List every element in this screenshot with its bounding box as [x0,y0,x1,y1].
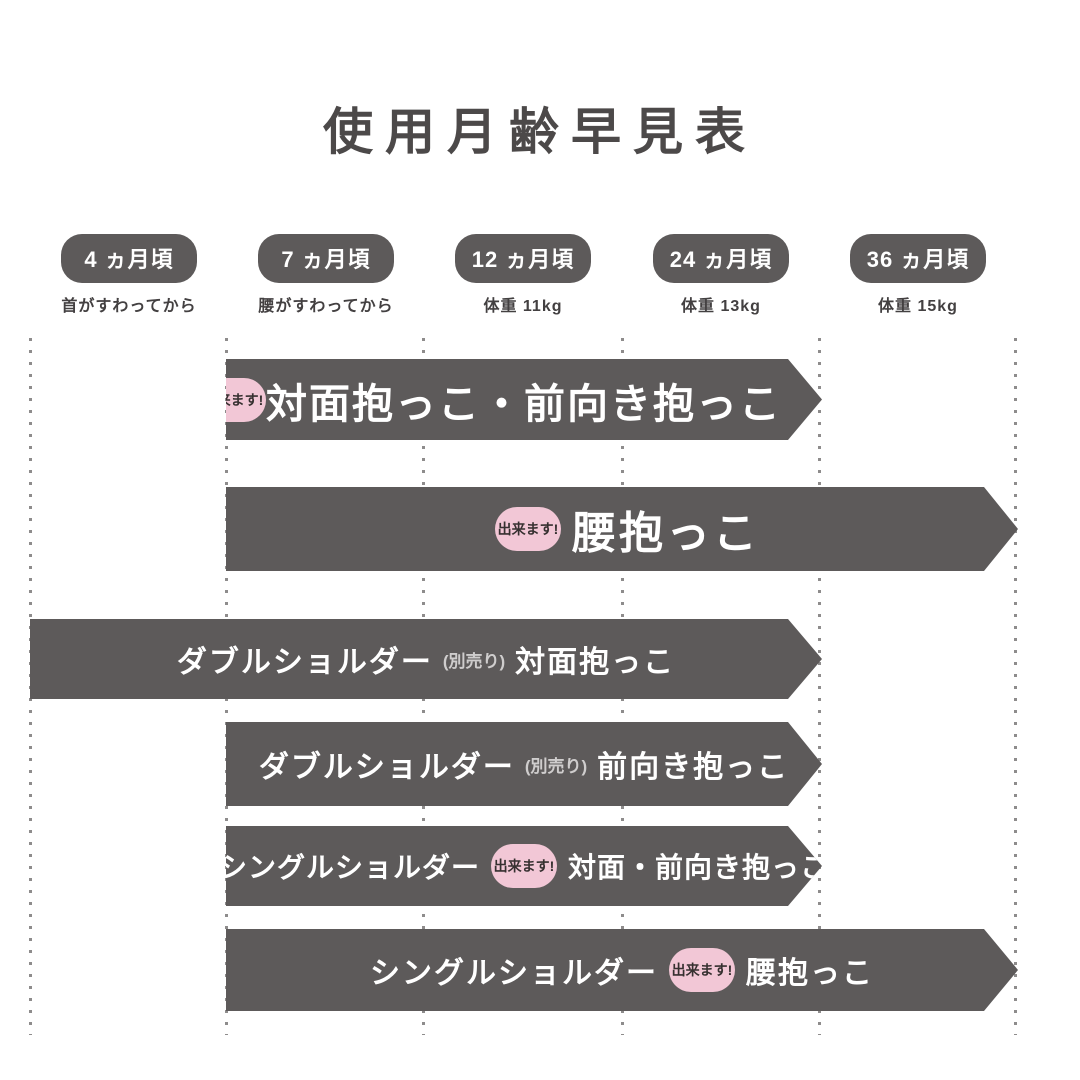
bar-prefix: シングルショルダー [218,852,480,883]
sold-separately-note: (別売り) [524,756,588,776]
milestone-pill: 12 ヵ月頃 [455,234,591,283]
milestone-pill: 7 ヵ月頃 [258,234,394,283]
milestone-note: 体重 15kg [878,298,958,315]
milestone-pill: 24 ヵ月頃 [653,234,789,283]
gridline-col-5 [1014,338,1017,1035]
milestone-7-months: 7 ヵ月頃 腰がすわってから [228,234,424,316]
page-title: 使用月齢早見表 [323,104,757,160]
bar-single-shoulder-face-forward: シングルショルダー 出来ます! 対面・前向き抱っこ [226,826,822,906]
dekimasu-badge: 出来ます! [669,948,735,992]
milestone-note: 体重 11kg [483,298,563,315]
milestone-note: 体重 13kg [681,298,761,315]
milestone-note: 腰がすわってから [258,298,394,315]
milestone-12-months: 12 ヵ月頃 体重 11kg [425,234,621,316]
bar-double-shoulder-face-to-face: ダブルショルダー (別売り) 対面抱っこ [30,619,822,699]
bar-prefix: ダブルショルダー [258,751,515,784]
bar-prefix: ダブルショルダー [176,646,433,679]
bar-label: 腰抱っこ [572,509,760,558]
milestone-4-months: 4 ヵ月頃 首がすわってから [31,234,227,316]
dekimasu-badge: 出来ます! [495,507,561,551]
milestone-pill: 4 ヵ月頃 [61,234,197,283]
bar-hip-carry: 出来ます! 腰抱っこ [226,487,1018,571]
milestone-note: 首がすわってから [61,298,197,315]
bar-label: 対面抱っこ・前向き抱っこ [266,380,782,427]
milestone-pill: 36 ヵ月頃 [850,234,986,283]
dekimasu-badge: 出来ます! [200,378,266,422]
bar-face-to-face-forward-carry: 出来ます! 対面抱っこ・前向き抱っこ [226,359,822,440]
milestone-24-months: 24 ヵ月頃 体重 13kg [623,234,819,316]
bar-double-shoulder-forward: ダブルショルダー (別売り) 前向き抱っこ [226,722,822,806]
gridline-col-4 [818,338,821,1035]
sold-separately-note: (別売り) [442,651,506,671]
bar-label: 対面抱っこ [515,646,676,679]
bar-single-shoulder-hip-carry: シングルショルダー 出来ます! 腰抱っこ [226,929,1018,1011]
milestone-36-months: 36 ヵ月頃 体重 15kg [820,234,1016,316]
bar-label: 前向き抱っこ [597,751,790,784]
dekimasu-badge: 出来ます! [491,844,557,888]
bar-label: 腰抱っこ [746,957,874,990]
bar-label: 対面・前向き抱っこ [568,852,830,883]
bar-prefix: シングルショルダー [370,957,658,990]
